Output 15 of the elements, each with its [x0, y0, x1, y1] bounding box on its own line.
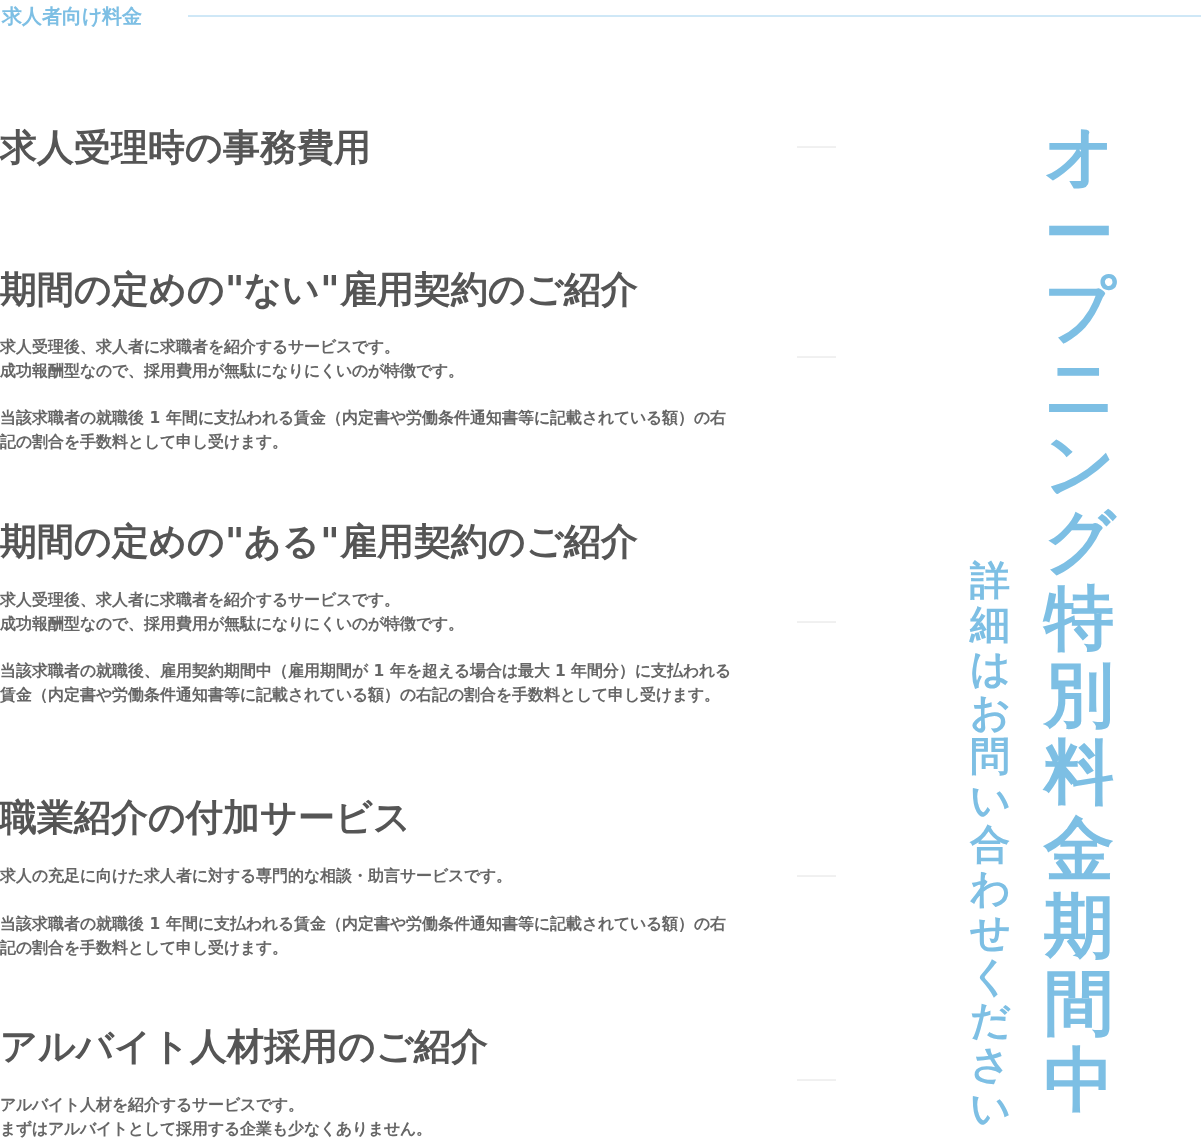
heading: アルバイト人材採用のご紹介: [0, 1025, 488, 1069]
vertical-note-text: 詳細はお問い合わせください: [970, 558, 1010, 1130]
fee-description-text: 当該求職者の就職後、雇用契約期間中（雇用期間が 1 年を超える場合は最大 1 年間分）に支払われる賃金（内定書や労働条件通知書等に記載されている額）の右記の割合を手数料として申し受けます。: [0, 661, 733, 706]
description-text: アルバイト人材を紹介するサービスです。: [0, 1095, 305, 1116]
description-text: 求人受理後、求人者に求職者を紹介するサービスです。: [0, 590, 401, 611]
description-text: 成功報酬型なので、採用費用が無駄になりにくいのが特徴です。: [0, 361, 465, 382]
heading: 期間の定めの"ある"雇用契約のご紹介: [0, 520, 638, 564]
description-text: 求人の充足に向けた求人者に対する専門的な相談・助言サービスです。: [0, 866, 513, 887]
fee-description-text: 当該求職者の就職後 1 年間に支払われる賃金（内定書や労働条件通知書等に記載されている額）の右記の割合を手数料として申し受けます。: [0, 914, 727, 959]
description-text: 求人受理後、求人者に求職者を紹介するサービスです。: [0, 337, 401, 358]
heading: 期間の定めの"ない"雇用契約のご紹介: [0, 268, 638, 312]
description-text: 成功報酬型なので、採用費用が無駄になりにくいのが特徴です。: [0, 614, 465, 635]
fee-description-text: 当該求職者の就職後 1 年間に支払われる賃金（内定書や労働条件通知書等に記載されている額）の右記の割合を手数料として申し受けます。: [0, 408, 727, 453]
section-title: 求人者向け料金: [2, 4, 142, 28]
description-text: まずはアルバイトとして採用する企業も少なくありません。: [0, 1119, 433, 1140]
